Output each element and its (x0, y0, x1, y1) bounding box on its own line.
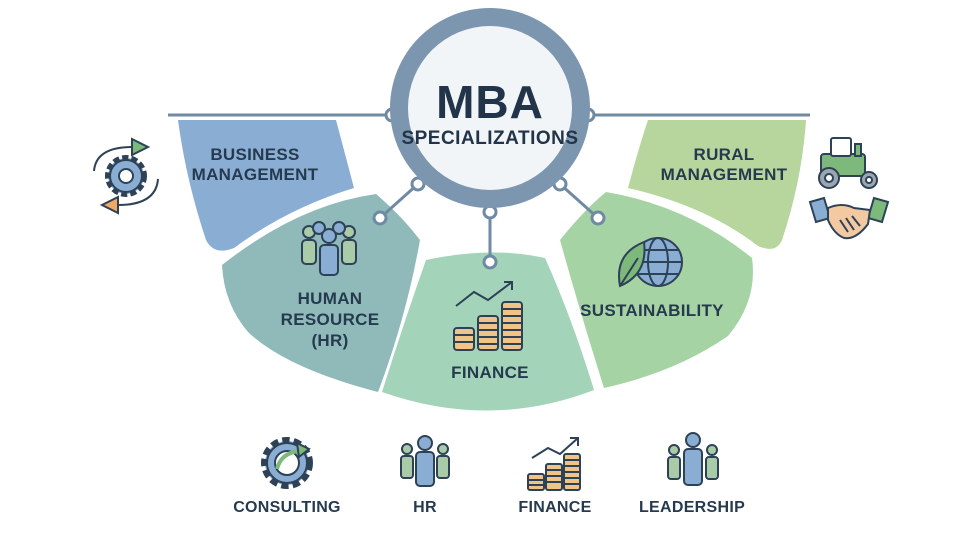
segment-label-hr-1: HUMAN (298, 289, 363, 308)
handshake-icon (808, 196, 890, 240)
coins-growth-icon (453, 281, 523, 351)
bottom-label-finance: FINANCE (518, 499, 591, 516)
segment-label-rural-2: MANAGEMENT (661, 165, 788, 184)
bottom-consulting-icon (261, 437, 313, 489)
segment-rural-management[interactable] (628, 120, 806, 249)
segment-label-business-1: BUSINESS (210, 145, 299, 164)
bottom-label-consulting: CONSULTING (233, 499, 341, 516)
connector-lines (378, 182, 600, 262)
tractor-icon (818, 137, 878, 189)
segment-human-resource[interactable] (222, 194, 420, 392)
segment-label-business-2: MANAGEMENT (192, 165, 319, 184)
gear-cycle-icon (93, 137, 159, 215)
segment-label-finance: FINANCE (451, 363, 529, 382)
segment-label-hr-2: RESOURCE (281, 310, 380, 329)
hub-title: MBA (436, 76, 544, 128)
bottom-hr-icon (400, 435, 450, 487)
segment-sustainability[interactable] (560, 192, 753, 388)
segment-label-hr-3: (HR) (311, 331, 348, 350)
globe-leaf-icon (618, 237, 683, 288)
bottom-leadership-icon (667, 432, 719, 486)
people-group-icon (301, 221, 357, 276)
hub-subtitle: SPECIALIZATIONS (401, 128, 578, 149)
segment-label-rural-1: RURAL (694, 145, 755, 164)
hub-circle: MBA SPECIALIZATIONS (390, 8, 590, 208)
bottom-label-hr: HR (413, 499, 437, 516)
bottom-finance-icon (527, 437, 581, 491)
segment-label-sustainability: SUSTAINABILITY (580, 301, 724, 320)
segment-business-management[interactable] (178, 120, 354, 251)
bottom-label-leadership: LEADERSHIP (639, 499, 745, 516)
